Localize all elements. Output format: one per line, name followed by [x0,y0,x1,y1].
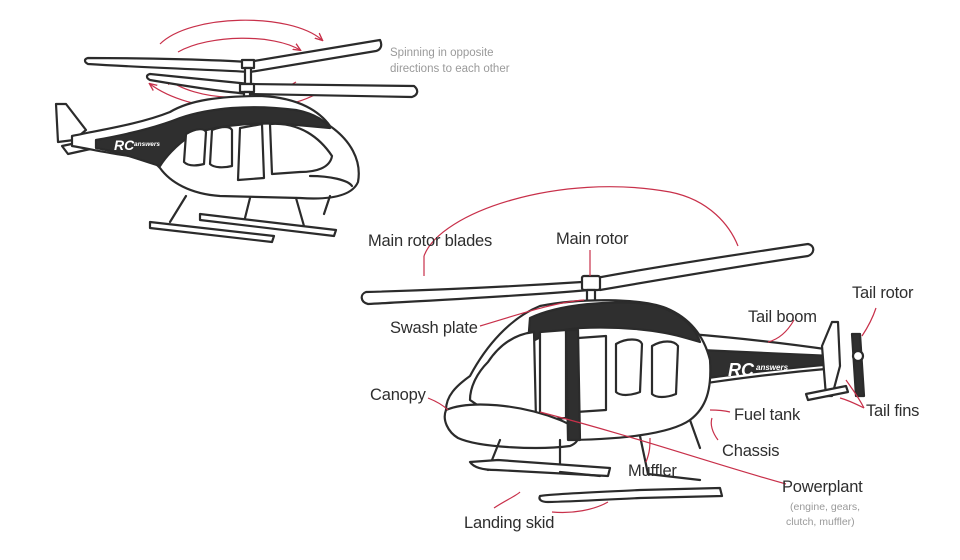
label-landing-skid: Landing skid [464,514,554,532]
annotation-note: Spinning in opposite directions to each … [390,47,510,75]
label-tail-rotor: Tail rotor [852,284,914,302]
note-line-2: directions to each other [390,63,510,75]
label-powerplant-detail-1: (engine, gears, [790,501,860,513]
label-muffler: Muffler [628,462,677,480]
label-chassis: Chassis [722,442,779,460]
small-helicopter-illustration: RC answers [54,19,419,244]
main-rotor-blade-left [360,280,592,306]
label-swash-plate: Swash plate [390,319,478,337]
label-powerplant-detail-2: clutch, muffler) [786,516,855,528]
callout-lines [423,186,877,514]
main-rotor-blade-right [594,242,815,292]
label-fuel-tank: Fuel tank [734,406,801,424]
label-tail-fins: Tail fins [866,402,919,420]
small-logo-mark: RC [114,137,135,153]
note-line-1: Spinning in opposite [390,47,494,59]
part-labels: Main rotor blades Main rotor Swash plate… [368,230,919,532]
large-logo-mark: RC [728,360,755,380]
small-logo-word: answers [134,141,160,148]
large-helicopter-illustration: RC answers [360,242,866,504]
lower-rotor-blade [145,72,419,99]
label-powerplant: Powerplant [782,478,863,496]
label-canopy: Canopy [370,386,427,404]
upper-rotor-blade [83,38,383,74]
label-main-rotor: Main rotor [556,230,629,248]
label-main-rotor-blades: Main rotor blades [368,232,492,250]
large-logo-word: answers [756,363,789,372]
label-tail-boom: Tail boom [748,308,817,326]
